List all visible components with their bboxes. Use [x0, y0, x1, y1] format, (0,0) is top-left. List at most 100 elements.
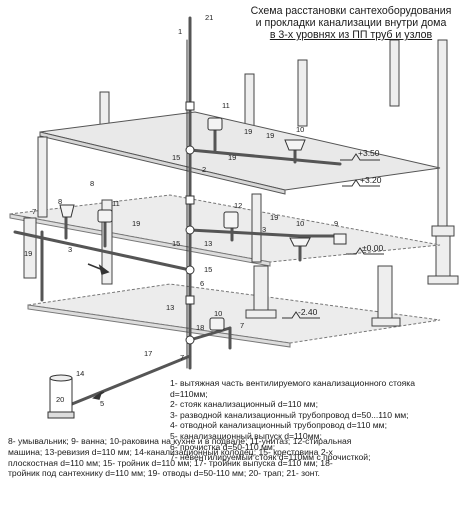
callout-label: 3: [68, 245, 72, 254]
toilet-icon: [207, 117, 223, 131]
callout-label: 12: [234, 201, 242, 210]
callout-label: 15: [204, 265, 212, 274]
title-line: и прокладки канализации внутри дома: [255, 17, 447, 29]
fixtures: [59, 117, 347, 331]
column: [435, 235, 451, 277]
callout-label: 7: [240, 321, 244, 330]
callout-label: 19: [228, 153, 236, 162]
plumbing-scheme: +3.50 +3.20 ±0.00 -2.40 21 1 11 19 19 10…: [9, 13, 459, 419]
callout-label: 11: [222, 101, 230, 110]
column: [37, 136, 48, 218]
callout-label: 10: [214, 309, 222, 318]
column: [377, 265, 393, 319]
branch-pipe-left: [13, 230, 192, 272]
callout-label: 18: [196, 323, 204, 332]
title-line: в 3-х уровнях из ПП труб и узлов: [269, 29, 433, 41]
revision-fitting: [185, 101, 195, 111]
column: [389, 39, 400, 107]
callout-label: 19: [266, 131, 274, 140]
washing-machine-icon: [223, 211, 239, 229]
callout-label: 19: [24, 249, 32, 258]
column: [437, 39, 448, 227]
callout-label: 8: [58, 197, 62, 206]
column-base: [431, 225, 455, 237]
title-line: Схема расстановки сантехоборудования: [250, 5, 452, 17]
fittings: [185, 101, 195, 345]
outlet-pipe: [70, 354, 192, 406]
callout-label: 9: [334, 219, 338, 228]
branch-pipe-upper: [188, 148, 342, 166]
level-mid: +3.20: [360, 175, 382, 185]
legend-main: 1- вытяжная часть вентилируемого канализ…: [170, 378, 470, 463]
sewer-well: [47, 374, 75, 419]
callout-label: 8: [90, 179, 94, 188]
level-upper: +3.50: [358, 148, 380, 158]
column-base: [245, 309, 277, 319]
callout-label: 14: [76, 369, 84, 378]
callout-label: 19: [132, 219, 140, 228]
sink-icon: [284, 139, 306, 151]
callout-label: 2: [202, 165, 206, 174]
column: [23, 217, 37, 279]
revision-fitting: [185, 295, 195, 305]
callout-label: 17: [144, 349, 152, 358]
legend-line: 1- вытяжная часть вентилируемого канализ…: [170, 378, 416, 388]
callout-label: 3: [262, 225, 266, 234]
diagram-title: Схема расстановки сантехоборудования и п…: [232, 5, 470, 41]
sink-icon: [289, 237, 311, 247]
callout-label: 19: [270, 213, 278, 222]
floor-slab-upper: [39, 111, 441, 195]
legend-line: 6- прочистка d=50-110 мм;: [170, 441, 276, 452]
legend-line: машина; 13-ревизия d=110 мм; 14-канализа…: [8, 446, 333, 457]
legend-line: плоскостная d=110 мм; 15- тройник d=110 …: [8, 457, 333, 468]
level-floor: ±0.00: [362, 243, 383, 253]
callout-label: 7: [32, 207, 36, 216]
tee-fitting: [185, 335, 195, 345]
callout-label: 6: [200, 279, 204, 288]
toilet-icon: [97, 209, 113, 223]
column: [101, 199, 113, 285]
basement-sink-icon: [209, 317, 225, 331]
legend-line: 7- невентилируемый стояк d=110мм с прочи…: [170, 452, 371, 463]
washbasin-icon: [59, 204, 75, 218]
legend-line: 3- разводной канализационный трубопровод…: [170, 409, 409, 420]
cross-fitting: [185, 225, 195, 235]
callout-label: 5: [100, 399, 104, 408]
columns-front: [23, 136, 401, 327]
callout-label: 13: [204, 239, 212, 248]
column-base: [427, 275, 459, 285]
floor-slab-middle: [9, 194, 441, 267]
branch-pipe-floor: [188, 228, 302, 238]
legend-line: тройник под сантехнику d=110 мм; 19- отв…: [8, 468, 320, 479]
column: [251, 193, 262, 263]
callout-numbers: 21 1 11 19 19 10 2 19 15 12 19 3 10 9 8 …: [24, 13, 338, 408]
callout-label: 20: [56, 395, 64, 404]
legend-line: 2- стояк канализационный d=110 мм;: [170, 399, 318, 410]
callout-label: 15: [172, 239, 180, 248]
callout-label: 21: [205, 13, 213, 22]
bath-icon: [333, 233, 347, 245]
callout-label: 19: [244, 127, 252, 136]
callout-label: 15: [172, 153, 180, 162]
legend-line: 8- умывальник; 9- ванна; 10-раковина на …: [8, 436, 352, 446]
callout-label: 10: [296, 219, 304, 228]
callout-label: 13: [166, 303, 174, 312]
flow-arrows: [87, 263, 110, 400]
revision-fitting: [185, 195, 195, 205]
legend-equipment: 8- умывальник; 9- ванна; 10-раковина на …: [8, 436, 470, 479]
column-base: [371, 317, 401, 327]
columns-back: [99, 39, 459, 285]
legend-line: 4- отводной канализационный трубопровод …: [170, 420, 387, 431]
callout-label: 7: [180, 353, 184, 362]
cross-fitting: [185, 145, 195, 155]
floor-slab-basement: [27, 283, 441, 348]
callout-label: 1: [178, 27, 182, 36]
legend-line: d=110мм;: [170, 388, 208, 399]
callout-label: 11: [112, 199, 120, 208]
legend-line: 5- канализационный выпуск d=110мм;: [170, 430, 322, 441]
level-basement: -2.40: [298, 307, 318, 317]
callout-label: 10: [296, 125, 304, 134]
column: [253, 265, 269, 311]
column: [297, 59, 308, 127]
